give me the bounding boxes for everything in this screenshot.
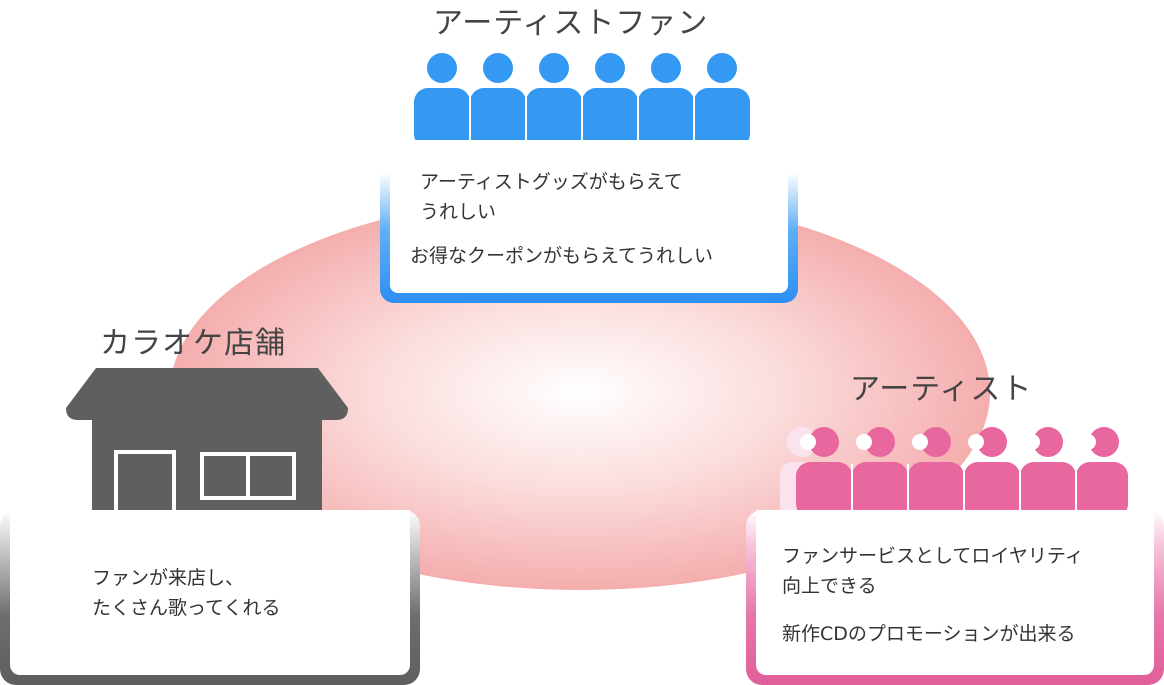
artist-benefit-1-line2: 向上できる	[782, 575, 877, 597]
person-icon	[908, 427, 964, 516]
store-benefit-box	[0, 510, 420, 685]
person-icon	[414, 53, 470, 142]
person-icon	[796, 427, 852, 516]
person-icon	[964, 427, 1020, 516]
fans-people-group	[414, 53, 750, 142]
person-icon	[852, 427, 908, 516]
store-benefit-line1: ファンが来店し、	[92, 567, 245, 589]
person-icon	[582, 53, 638, 142]
artist-title: アーティスト	[850, 372, 1033, 407]
artist-benefit-2: 新作CDのプロモーションが出来る	[782, 623, 1076, 645]
person-icon	[1020, 427, 1076, 516]
store-benefit-line2: たくさん歌ってくれる	[92, 597, 281, 619]
fans-title: アーティストファン	[433, 6, 709, 41]
person-icon	[694, 53, 750, 142]
person-icon	[526, 53, 582, 142]
fans-benefit-box	[380, 140, 798, 303]
person-icon	[638, 53, 694, 142]
fans-benefit-1-line2: うれしい	[420, 201, 497, 223]
store-title: カラオケ店舗	[100, 326, 286, 361]
person-icon	[470, 53, 526, 142]
person-icon	[1076, 427, 1128, 516]
artist-benefit-box	[746, 510, 1164, 685]
fans-benefit-2: お得なクーポンがもらえてうれしい	[410, 245, 714, 267]
fans-benefit-1-line1: アーティストグッズがもらえて	[420, 171, 683, 193]
artist-people-group	[780, 427, 1128, 516]
artist-benefit-1-line1: ファンサービスとしてロイヤリティ	[782, 545, 1084, 567]
